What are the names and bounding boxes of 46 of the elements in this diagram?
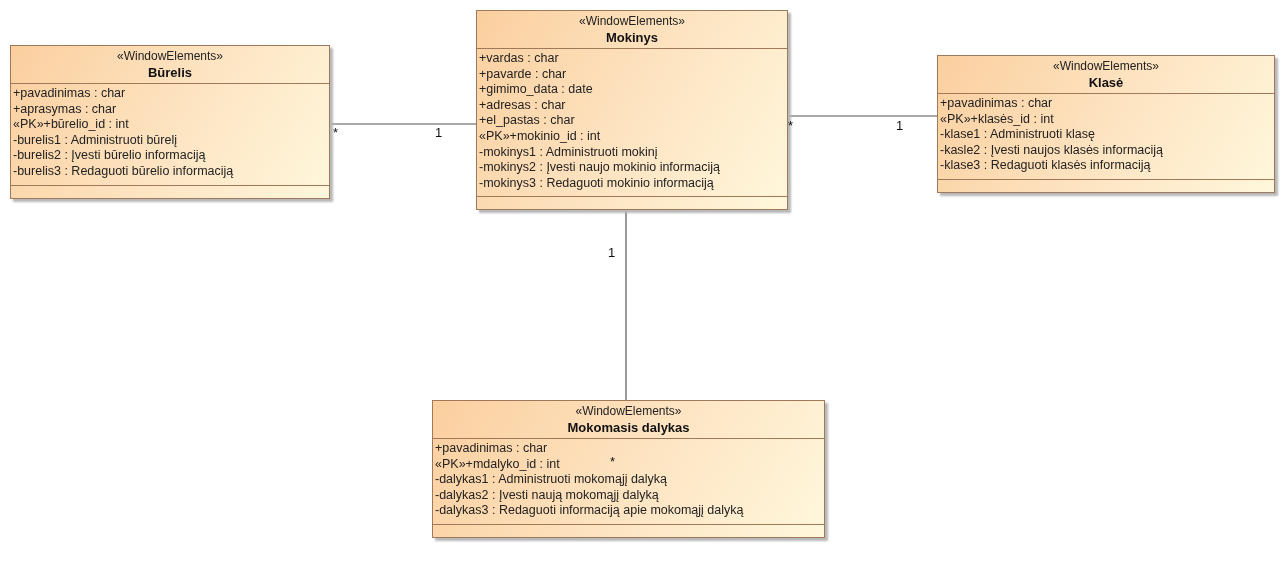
class-member: «PK»+mokinio_id : int [479, 128, 601, 145]
class-member: -mokinys2 : Įvesti naujo mokinio informaciją [479, 160, 721, 176]
class-member: +el_pastas : char [479, 113, 575, 129]
class-member: «PK»+būrelio_id : int [13, 117, 129, 133]
class-member: -burelis2 : Įvesti būrelio informaciją [13, 148, 206, 164]
multiplicity-label: * [788, 119, 794, 133]
multiplicity-label: * [333, 126, 339, 140]
class-member: «PK»+klasės_id : int [940, 111, 1054, 128]
class-member: +pavadinimas : char [13, 86, 126, 102]
association-line [329, 123, 477, 125]
class-member: -klase1 : Administruoti klasę [940, 127, 1095, 143]
class-name: Mokomasis dalykas [566, 419, 691, 436]
class-member: +pavadinimas : char [435, 441, 548, 457]
class-member: -burelis1 : Administruoti būrelį [13, 132, 177, 149]
class-member: +adresas : char [479, 97, 566, 114]
class-box [432, 400, 825, 538]
class-member: -mokinys1 : Administruoti mokinį [479, 144, 658, 161]
multiplicity-label: * [610, 455, 616, 469]
class-member: -burelis3 : Redaguoti būrelio informaciją [13, 163, 234, 180]
class-name: Mokinys [605, 29, 659, 46]
class-member: +gimimo_data : date [479, 82, 593, 98]
class-member: -klase3 : Redaguoti klasės informaciją [940, 158, 1151, 174]
stereotype-label: «WindowElements» [577, 14, 687, 29]
class-member: -dalykas1 : Administruoti mokomąjį dalyką [435, 472, 668, 488]
stereotype-label: «WindowElements» [115, 49, 225, 64]
association-line [625, 209, 627, 401]
class-member: -mokinys3 : Redaguoti mokinio informaciją [479, 175, 714, 192]
multiplicity-label: 1 [435, 126, 443, 140]
stereotype-label: «WindowElements» [574, 404, 683, 419]
class-member: +vardas : char [479, 51, 559, 67]
class-member: -kasle2 : Įvesti naujos klasės informaciją [940, 142, 1163, 159]
class-box [476, 10, 788, 211]
multiplicity-label: 1 [896, 119, 904, 133]
class-member: +pavadinimas : char [940, 96, 1053, 112]
class-member: +pavarde : char [479, 66, 567, 83]
association-line [787, 115, 938, 117]
class-name: Klasė [1087, 74, 1125, 91]
multiplicity-label: 1 [608, 246, 616, 260]
class-member: -dalykas3 : Redaguoti informaciją apie mokomąjį dalyką [435, 503, 744, 519]
class-member: -dalykas2 : Įvesti naują mokomąjį dalyką [435, 487, 659, 504]
stereotype-label: «WindowElements» [1051, 59, 1161, 74]
class-name: Būrelis [146, 64, 194, 81]
class-box [937, 55, 1275, 193]
class-member: «PK»+mdalyko_id : int [435, 456, 560, 473]
class-member: +aprasymas : char [13, 101, 117, 118]
class-box [10, 45, 330, 199]
